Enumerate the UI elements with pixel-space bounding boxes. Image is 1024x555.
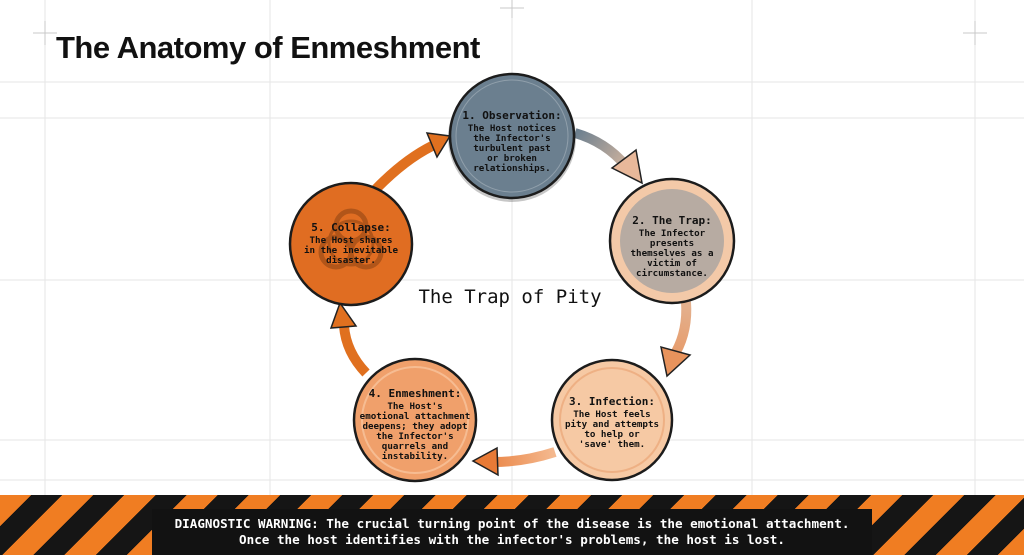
node-title: 3. Infection: — [569, 395, 655, 408]
cycle-node-infection: 3. Infection: The Host feels pity and at… — [550, 358, 674, 482]
node-line: The Host shares — [310, 235, 393, 246]
cycle-arrow-2-to-3 — [660, 301, 692, 378]
node-line: 'save' them. — [579, 439, 645, 450]
node-line: or broken — [487, 153, 537, 164]
node-line: turbulent past — [473, 143, 550, 154]
diagnostic-warning: DIAGNOSTIC WARNING: The crucial turning … — [152, 516, 872, 548]
cycle-arrow-4-to-5 — [329, 301, 370, 377]
node-line: circumstance. — [636, 268, 708, 279]
warning-box — [152, 509, 872, 555]
node-line: The Infector — [639, 228, 706, 239]
node-line: to help or — [584, 429, 640, 440]
node-line: themselves as a — [631, 248, 714, 259]
node-line: victim of — [647, 258, 697, 269]
node-line: deepens; they adopt — [362, 421, 467, 432]
node-line: the Infector's — [376, 431, 453, 442]
page-title: The Anatomy of Enmeshment — [56, 30, 480, 65]
node-line: in the inevitable — [304, 245, 399, 256]
warning-line-1: DIAGNOSTIC WARNING: The crucial turning … — [174, 516, 850, 531]
node-line: quarrels and — [382, 441, 448, 452]
node-line: pity and attempts — [565, 419, 659, 430]
hazard-stripe-banner — [0, 495, 1024, 555]
node-line: The Host's — [387, 401, 442, 412]
node-line: The Host notices — [468, 123, 557, 134]
node-line: relationships. — [473, 163, 550, 174]
node-line: the Infector's — [473, 133, 550, 144]
node-line: The Host feels — [573, 409, 650, 420]
node-title: 5. Collapse: — [311, 221, 390, 234]
node-line: emotional attachment — [360, 411, 471, 422]
node-title: 4. Enmeshment: — [369, 387, 462, 400]
cycle-node-the-trap: 2. The Trap: The Infector presents thems… — [608, 177, 736, 305]
cycle-center-label: The Trap of Pity — [418, 286, 602, 308]
node-line: instability. — [382, 451, 448, 462]
cycle-node-collapse: 5. Collapse: The Host shares in the inev… — [288, 181, 414, 307]
cycle-arrow-5-to-1 — [371, 132, 452, 194]
biohazard-icon — [318, 208, 384, 270]
node-title: 2. The Trap: — [632, 214, 711, 227]
cycle-arrow-1-to-2 — [573, 128, 644, 185]
cycle-arrow-3-to-4 — [471, 446, 557, 477]
node-title: 1. Observation: — [462, 109, 561, 122]
warning-line-2: Once the host identifies with the infect… — [239, 532, 785, 547]
node-line: disaster. — [326, 255, 376, 266]
node-line: presents — [650, 238, 694, 249]
cycle-node-enmeshment: 4. Enmeshment: The Host's emotional atta… — [352, 357, 478, 483]
cycle-node-observation: 1. Observation: The Host notices the Inf… — [448, 72, 576, 202]
